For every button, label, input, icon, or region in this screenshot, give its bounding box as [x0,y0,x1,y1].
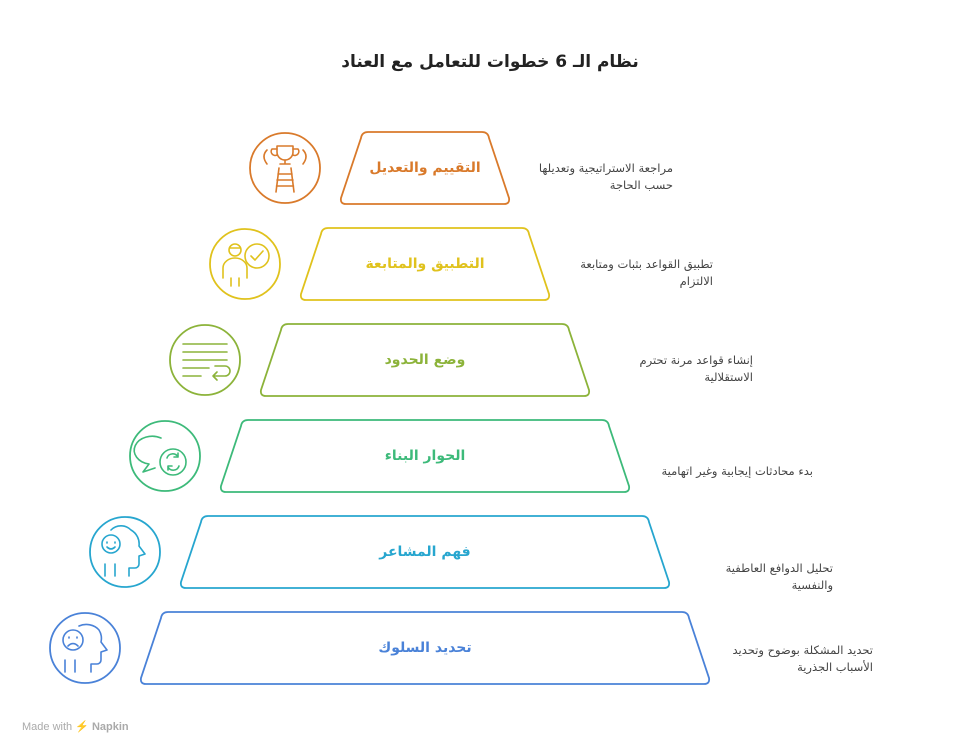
person-check-icon [209,228,281,300]
smiling-head-icon [89,516,161,588]
napkin-logo-icon: ⚡ [75,721,89,733]
step-description: تحليل الدوافع العاطفية والنفسية [725,561,833,592]
step-trapezoid [219,419,631,493]
napkin-brand: Napkin [91,721,129,733]
step-label: الحوار البناء [385,448,466,464]
step-label: التقييم والتعديل [369,160,480,176]
page-title: نظام الـ 6 خطوات للتعامل مع العناد [341,52,639,72]
step-label: تحديد السلوك [378,640,471,656]
rules-list-icon [169,324,241,396]
pyramid-step: التطبيق والمتابعة [209,227,551,301]
step-label: فهم المشاعر [378,544,470,560]
pyramid-step: الحوار البناء [129,419,631,493]
pyramid-step: فهم المشاعر [89,515,671,589]
trophy-ladder-icon [249,132,321,204]
chat-bubbles-icon [129,420,201,492]
step-description: إنشاء قواعد مرنة تحترم الاستقلالية [639,353,754,384]
footer-branding: Made with ⚡ Napkin [22,720,129,733]
step-description: تطبيق القواعد بثبات ومتابعة الالتزام [580,257,713,288]
step-description: مراجعة الاستراتيجية وتعديلها حسب الحاجة [538,161,673,192]
made-with-label: Made with [22,721,73,733]
pyramid-step: وضع الحدود [169,323,591,397]
step-description: تحديد المشكلة بوضوح وتحديد الأسباب الجذر… [732,643,873,674]
sad-head-icon [49,612,121,684]
step-trapezoid [139,611,711,685]
step-trapezoid [339,131,511,205]
step-label: التطبيق والمتابعة [365,256,484,272]
step-trapezoid [259,323,591,397]
pyramid-step: تحديد السلوك [49,611,711,685]
step-trapezoid [179,515,671,589]
step-trapezoid [299,227,551,301]
step-description: بدء محادثات إيجابية وغير اتهامية [661,464,813,478]
pyramid-step: التقييم والتعديل [249,131,511,205]
step-label: وضع الحدود [385,352,466,368]
